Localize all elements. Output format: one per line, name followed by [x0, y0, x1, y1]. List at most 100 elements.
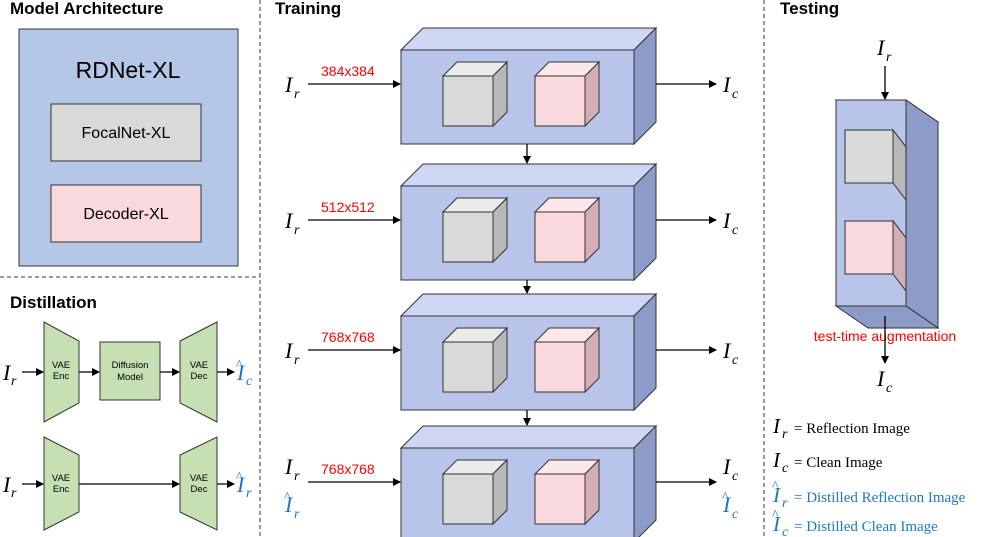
legend-symbol-I: I	[772, 448, 781, 472]
test-block-side	[905, 99, 939, 329]
vae-dec-1	[179, 321, 218, 423]
stage-pink-cube-front	[534, 473, 586, 525]
distillation-row-1: I r VAE Enc Diffusion Model VAE Dec I ^ …	[2, 321, 253, 423]
section-title-distillation: Distillation	[10, 293, 97, 312]
dist-row1-input-sub: r	[11, 374, 17, 389]
distillation-row-2: I r VAE Enc VAE Dec I ^ r	[2, 436, 252, 531]
section-title-training: Training	[275, 0, 341, 18]
dist-row1-output-I: I	[236, 360, 246, 385]
vae-enc-2-line2: Enc	[53, 484, 70, 495]
stage-pink-cube-front	[534, 211, 586, 263]
stage-gray-cube-front	[442, 75, 494, 127]
stage-gray-cube-front	[442, 341, 494, 393]
stage-resolution-label: 768x768	[321, 461, 375, 477]
stage-output-distilled-sub: c	[732, 507, 739, 522]
stage-block-top	[399, 425, 658, 449]
dist-row1-input-I: I	[2, 360, 12, 385]
vae-dec-2-line2: Dec	[191, 484, 208, 495]
vae-dec-2	[179, 436, 218, 531]
stage-pink-cube-front	[534, 75, 586, 127]
stage-resolution-label: 512x512	[321, 199, 375, 215]
diffusion-line2: Model	[117, 372, 143, 383]
stage-output-I: I	[722, 208, 732, 233]
stage-output-sub: c	[732, 469, 739, 484]
stage-gray-cube-front	[442, 473, 494, 525]
test-input-sub: r	[886, 50, 892, 65]
vae-dec-1-line1: VAE	[190, 360, 208, 371]
stage-output-sub: c	[732, 87, 739, 102]
dist-row2-output-sub: r	[246, 486, 252, 501]
stage-output-distilled-hat: ^	[722, 490, 729, 505]
stage-block-top	[399, 293, 658, 317]
focalnet-box	[50, 103, 202, 162]
stage-input-sub: r	[294, 223, 300, 238]
legend-symbol-sub: c	[782, 525, 789, 537]
stage-resolution-label: 384x384	[321, 63, 375, 79]
test-gray-cube-front	[844, 129, 894, 184]
legend-symbol-hat: ^	[772, 479, 779, 494]
stage-input-sub: r	[294, 353, 300, 368]
stage-input-distilled-hat: ^	[284, 490, 291, 505]
legend-symbol-hat: ^	[772, 508, 779, 523]
architecture-panel: RDNet-XL FocalNet-XL Decoder-XL	[18, 28, 239, 267]
test-output-I: I	[876, 366, 886, 391]
legend-text: = Clean Image	[794, 455, 883, 471]
legend-text: = Reflection Image	[794, 421, 910, 437]
legend-text: = Distilled Reflection Image	[794, 490, 966, 506]
decoder-box	[50, 184, 202, 243]
legend-symbol-I: I	[772, 512, 781, 536]
dist-row1-output-hat: ^	[236, 358, 243, 373]
stage-block-top	[399, 163, 658, 187]
stage-output-distilled-I: I	[722, 492, 732, 517]
legend-symbol-I: I	[772, 483, 781, 507]
vae-enc-1-line1: VAE	[52, 360, 70, 371]
stage-output-sub: c	[732, 353, 739, 368]
dist-row2-input-sub: r	[11, 486, 17, 501]
stage-input-I: I	[284, 454, 294, 479]
legend-symbol-sub: r	[782, 427, 788, 442]
dist-row2-input-I: I	[2, 472, 12, 497]
dist-row2-output-hat: ^	[236, 470, 243, 485]
section-title-testing: Testing	[780, 0, 839, 18]
stage-resolution-label: 768x768	[321, 329, 375, 345]
stage-input-distilled-I: I	[284, 492, 294, 517]
section-title-model-architecture: Model Architecture	[10, 0, 163, 18]
vae-enc-1	[43, 321, 80, 423]
stage-input-distilled-sub: r	[294, 507, 300, 522]
test-block-bottom	[834, 305, 940, 329]
focalnet-label: FocalNet-XL	[82, 125, 171, 142]
stage-input-I: I	[284, 338, 294, 363]
stage-pink-cube-front	[534, 341, 586, 393]
dist-row1-output-sub: c	[246, 374, 253, 389]
diffusion-line1: Diffusion	[112, 360, 149, 371]
vae-enc-1-line2: Enc	[53, 371, 70, 382]
stage-gray-cube-front	[442, 211, 494, 263]
stage-input-sub: r	[294, 87, 300, 102]
legend-symbol-sub: c	[782, 461, 789, 476]
diffusion-model-box	[99, 341, 161, 401]
legend-text: = Distilled Clean Image	[794, 519, 938, 535]
vae-dec-1-line2: Dec	[191, 371, 208, 382]
stage-input-I: I	[284, 72, 294, 97]
rdnet-label: RDNet-XL	[76, 57, 181, 83]
test-pink-cube-front	[844, 220, 894, 275]
legend-item-3: I^r = Distilled Reflection Image	[772, 479, 966, 511]
legend-symbol-sub: r	[782, 496, 788, 511]
decoder-label: Decoder-XL	[83, 206, 168, 223]
vae-enc-2-line1: VAE	[52, 473, 70, 484]
stage-input-I: I	[284, 208, 294, 233]
vae-dec-2-line1: VAE	[190, 473, 208, 484]
test-output-sub: c	[886, 381, 893, 396]
legend-item-4: I^c = Distilled Clean Image	[772, 508, 938, 537]
vae-enc-2	[43, 436, 80, 531]
stage-output-I: I	[722, 338, 732, 363]
